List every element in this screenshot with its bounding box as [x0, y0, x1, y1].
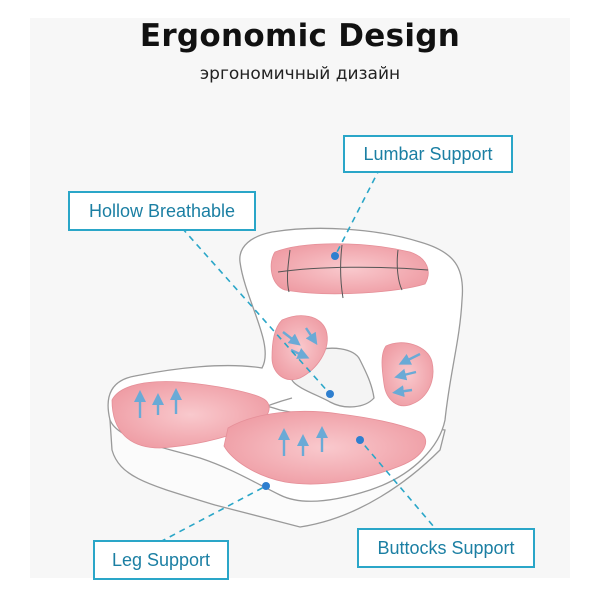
hollow-dot	[326, 390, 334, 398]
buttocks-pad	[223, 410, 426, 485]
leg-leader	[159, 485, 267, 543]
arrow-icon	[398, 352, 421, 365]
lumbar-pad	[270, 243, 429, 295]
buttocks-dot	[356, 436, 364, 444]
hollow-breathable-label: Hollow Breathable	[68, 191, 256, 231]
arrow-icon	[394, 368, 417, 381]
buttocks-leader	[359, 439, 441, 535]
arrow-icon	[282, 331, 301, 346]
leader-lines	[159, 167, 441, 543]
airflow-arrows	[134, 327, 421, 456]
lumbar-segments	[277, 244, 429, 299]
leg-support-label: Leg Support	[93, 540, 229, 580]
arrow-icon	[290, 348, 310, 359]
hollow-leader	[181, 227, 331, 395]
leg-dot	[262, 482, 270, 490]
arrow-icon	[392, 385, 413, 398]
lumbar-support-label: Lumbar Support	[343, 135, 513, 173]
arrow-icon	[305, 327, 318, 345]
anchor-dots	[262, 252, 364, 490]
lumbar-leader	[334, 167, 381, 257]
page-title: Ergonomic Design	[139, 18, 461, 54]
page-subtitle: эргономичный дизайн	[199, 64, 401, 84]
lumbar-dot	[331, 252, 339, 260]
buttocks-support-label: Buttocks Support	[357, 528, 535, 568]
